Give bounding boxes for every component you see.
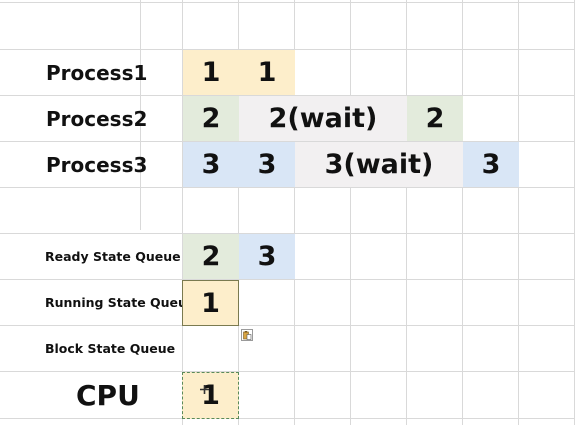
running-queue-label: Running State Queue [45,295,196,310]
row-divider [0,371,575,372]
row-divider [0,279,575,280]
running-queue-cell[interactable]: 1 [182,280,239,326]
process1-cell[interactable]: 1 [239,50,295,95]
row-divider [0,187,575,188]
process3-wait-cell[interactable]: 3(wait) [295,142,463,187]
row-divider [0,418,575,419]
column-divider [140,0,141,230]
ready-queue-label: Ready State Queue [45,249,181,264]
ready-queue-cell[interactable]: 3 [239,234,295,279]
process1-cell[interactable]: 1 [183,50,239,95]
row-divider [0,233,575,234]
ready-queue-cell[interactable]: 2 [183,234,239,279]
column-divider [238,0,239,425]
column-divider [462,0,463,425]
row-divider [0,95,575,96]
column-divider [518,0,519,425]
row-divider [0,325,575,326]
column-divider [294,0,295,425]
column-divider [182,0,183,425]
process1-label: Process1 [46,60,148,85]
process2-cell[interactable]: 2 [407,96,463,141]
row-divider [0,2,575,3]
process2-label: Process2 [46,106,148,131]
cpu-label: CPU [76,378,140,412]
cursor-icon [200,385,209,394]
block-queue-label: Block State Queue [45,341,176,356]
paste-options-icon[interactable] [241,329,253,341]
column-divider [350,0,351,425]
column-divider [406,0,407,425]
row-divider [0,49,575,50]
process3-cell[interactable]: 3 [463,142,519,187]
process3-cell[interactable]: 3 [239,142,295,187]
cpu-cell[interactable]: 1 [182,372,239,419]
process2-cell[interactable]: 2 [183,96,239,141]
process3-cell[interactable]: 3 [183,142,239,187]
process2-wait-cell[interactable]: 2(wait) [239,96,407,141]
process3-label: Process3 [46,152,148,177]
row-divider [0,141,575,142]
